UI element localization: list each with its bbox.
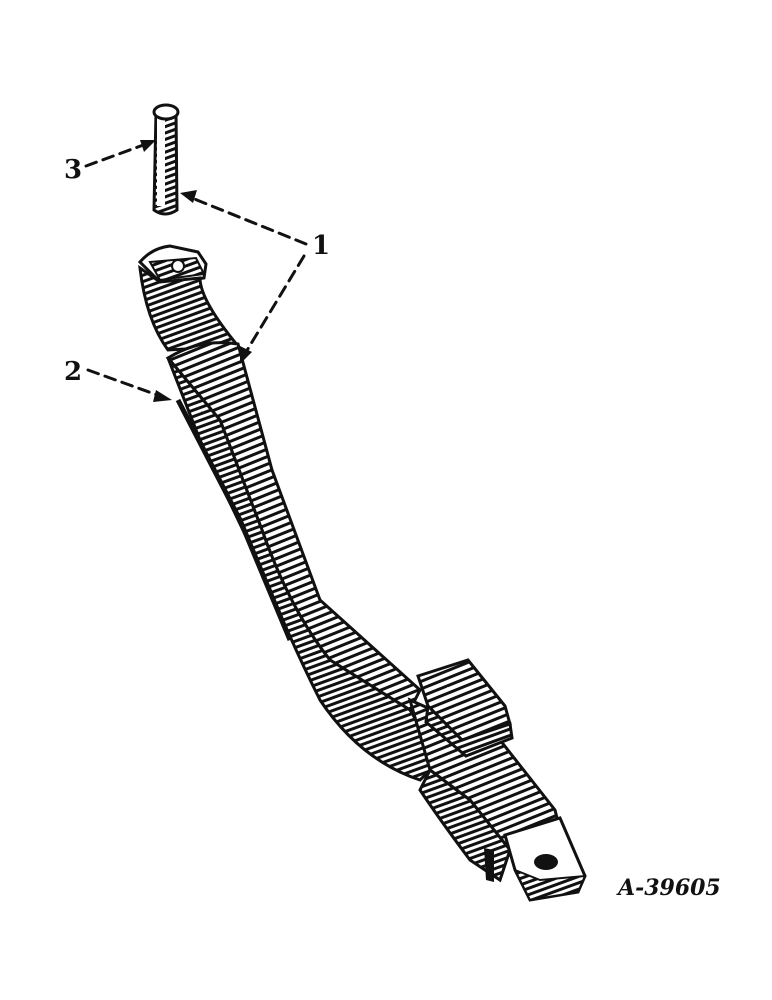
arrowhead-1b (240, 346, 252, 364)
leader-1b (244, 254, 306, 354)
pin-part (152, 103, 180, 216)
callout-2: 2 (64, 357, 82, 387)
arrowhead-3 (140, 140, 156, 152)
leader-3 (84, 142, 148, 168)
bracket-part (137, 244, 587, 902)
arrowhead-2 (153, 390, 172, 402)
callout-1: 1 (312, 231, 330, 261)
arrowhead-1a (180, 190, 197, 203)
leader-2 (86, 368, 162, 398)
callout-3: 3 (64, 155, 82, 185)
leader-1a (190, 196, 308, 246)
leader-lines (84, 140, 308, 402)
figure-number: A-39605 (616, 875, 721, 901)
